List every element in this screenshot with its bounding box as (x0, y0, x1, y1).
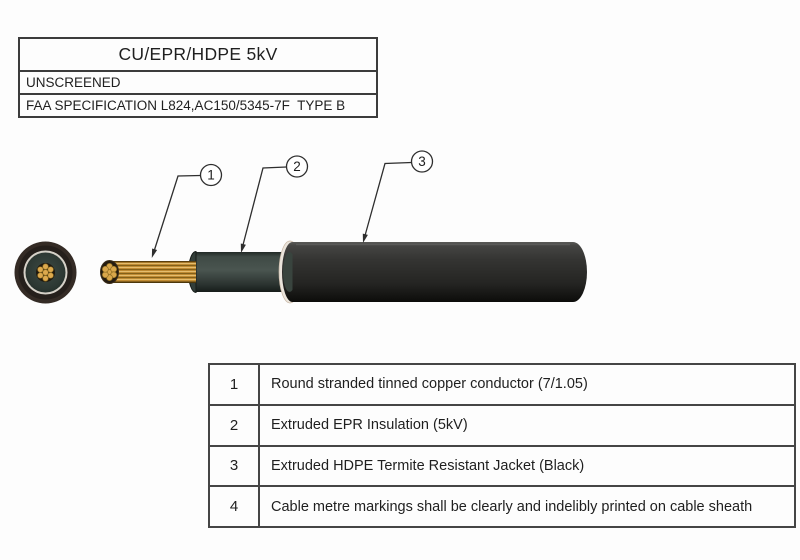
cable-cutaway (100, 240, 587, 304)
parts-table: 1 Round stranded tinned copper conductor… (208, 363, 796, 528)
table-row: 1 Round stranded tinned copper conductor… (210, 365, 794, 404)
table-row: 4 Cable metre markings shall be clearly … (210, 485, 794, 526)
callout-2-number: 2 (293, 159, 301, 174)
part-description: Extruded EPR Insulation (5kV) (271, 417, 468, 434)
callout-2: 2 (240, 155, 309, 253)
title-block: CU/EPR/HDPE 5kV UNSCREENED FAA SPECIFICA… (18, 37, 378, 118)
table-row: 3 Extruded HDPE Termite Resistant Jacket… (210, 444, 794, 486)
part-description: Cable metre markings shall be clearly an… (271, 498, 753, 515)
callout-1-arrowhead (151, 248, 158, 258)
part-description: Extruded HDPE Termite Resistant Jacket (… (271, 457, 585, 474)
callout-3-bubble (410, 150, 434, 173)
cable-cross-section (14, 241, 77, 304)
title-block-screening: UNSCREENED (20, 70, 376, 93)
part-number: 4 (210, 487, 260, 526)
page-title: CU/EPR/HDPE 5kV (118, 44, 278, 64)
conductor-body (109, 260, 196, 284)
callout-3-number: 3 (418, 154, 426, 169)
part-number: 1 (210, 365, 260, 404)
title-block-specification: FAA SPECIFICATION L824,AC150/5345-7F TYP… (20, 93, 376, 116)
part-number: 2 (210, 405, 260, 445)
epr-insulation (196, 252, 289, 292)
part-description: Round stranded tinned copper conductor (… (271, 376, 588, 393)
callout-1-leader (152, 174, 201, 255)
callout-2-leader (241, 166, 287, 249)
callout-2-bubble (285, 155, 309, 178)
callout-1-number: 1 (207, 168, 215, 183)
part-number: 3 (210, 446, 260, 486)
callout-3-leader (363, 161, 412, 239)
hdpe-jacket (282, 242, 587, 302)
conductor-end-face (100, 260, 119, 284)
callout-1-bubble (199, 163, 223, 187)
callout-2-arrowhead (240, 243, 246, 253)
callout-1: 1 (151, 163, 223, 258)
cross-section-strands (36, 263, 55, 282)
callout-3: 3 (362, 150, 434, 243)
callout-3-arrowhead (362, 233, 368, 243)
table-row: 2 Extruded EPR Insulation (5kV) (210, 403, 794, 445)
